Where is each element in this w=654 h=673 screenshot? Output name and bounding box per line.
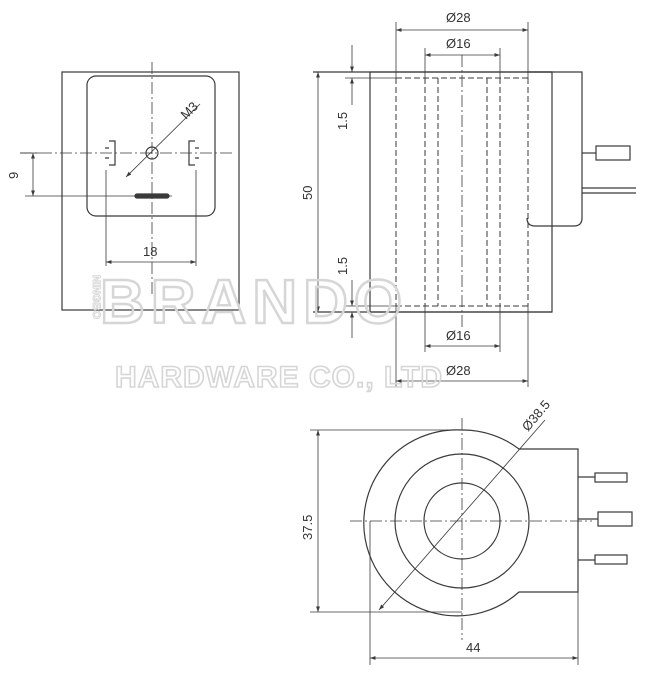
side-connector-housing bbox=[526, 71, 583, 227]
pin-spade-bottom bbox=[594, 554, 628, 565]
outer-dia-top-label: Ø28 bbox=[446, 10, 471, 25]
pin-spade-middle bbox=[597, 511, 633, 527]
side-view bbox=[313, 22, 636, 387]
pin-spade-top bbox=[594, 472, 628, 483]
height-50-label: 50 bbox=[300, 186, 315, 200]
width-44-label: 44 bbox=[466, 640, 480, 655]
watermark: BRANDO HARDWARE CO., LTD NINGBO bbox=[90, 267, 443, 395]
outer-dia-bottom-label: Ø28 bbox=[446, 363, 471, 378]
pin-right bbox=[188, 140, 199, 166]
inner-dia-top-label: Ø16 bbox=[446, 36, 471, 51]
diameter-38-5-label: Ø38.5 bbox=[519, 397, 553, 434]
width-18-label: 18 bbox=[143, 244, 157, 259]
front-connector-face bbox=[86, 75, 216, 217]
watermark-subtitle: HARDWARE CO., LTD bbox=[115, 361, 443, 394]
top-outline bbox=[363, 429, 579, 617]
front-body-outline bbox=[61, 71, 240, 311]
front-view bbox=[20, 62, 240, 311]
inner-dia-bottom-label: Ø16 bbox=[446, 328, 471, 343]
offset-label: 9 bbox=[6, 172, 21, 179]
pin-spade-upper bbox=[595, 145, 631, 161]
flange-top-label: 1.5 bbox=[335, 112, 350, 130]
height-37-5-label: 37.5 bbox=[300, 515, 315, 540]
m3-screw-hole bbox=[145, 146, 159, 160]
thread-label: M3 bbox=[178, 99, 201, 122]
pin-left bbox=[105, 140, 116, 166]
watermark-city: NINGBO bbox=[90, 275, 102, 319]
watermark-brand: BRANDO bbox=[100, 268, 408, 337]
top-view bbox=[310, 418, 633, 665]
flange-bottom-label: 1.5 bbox=[335, 257, 350, 275]
